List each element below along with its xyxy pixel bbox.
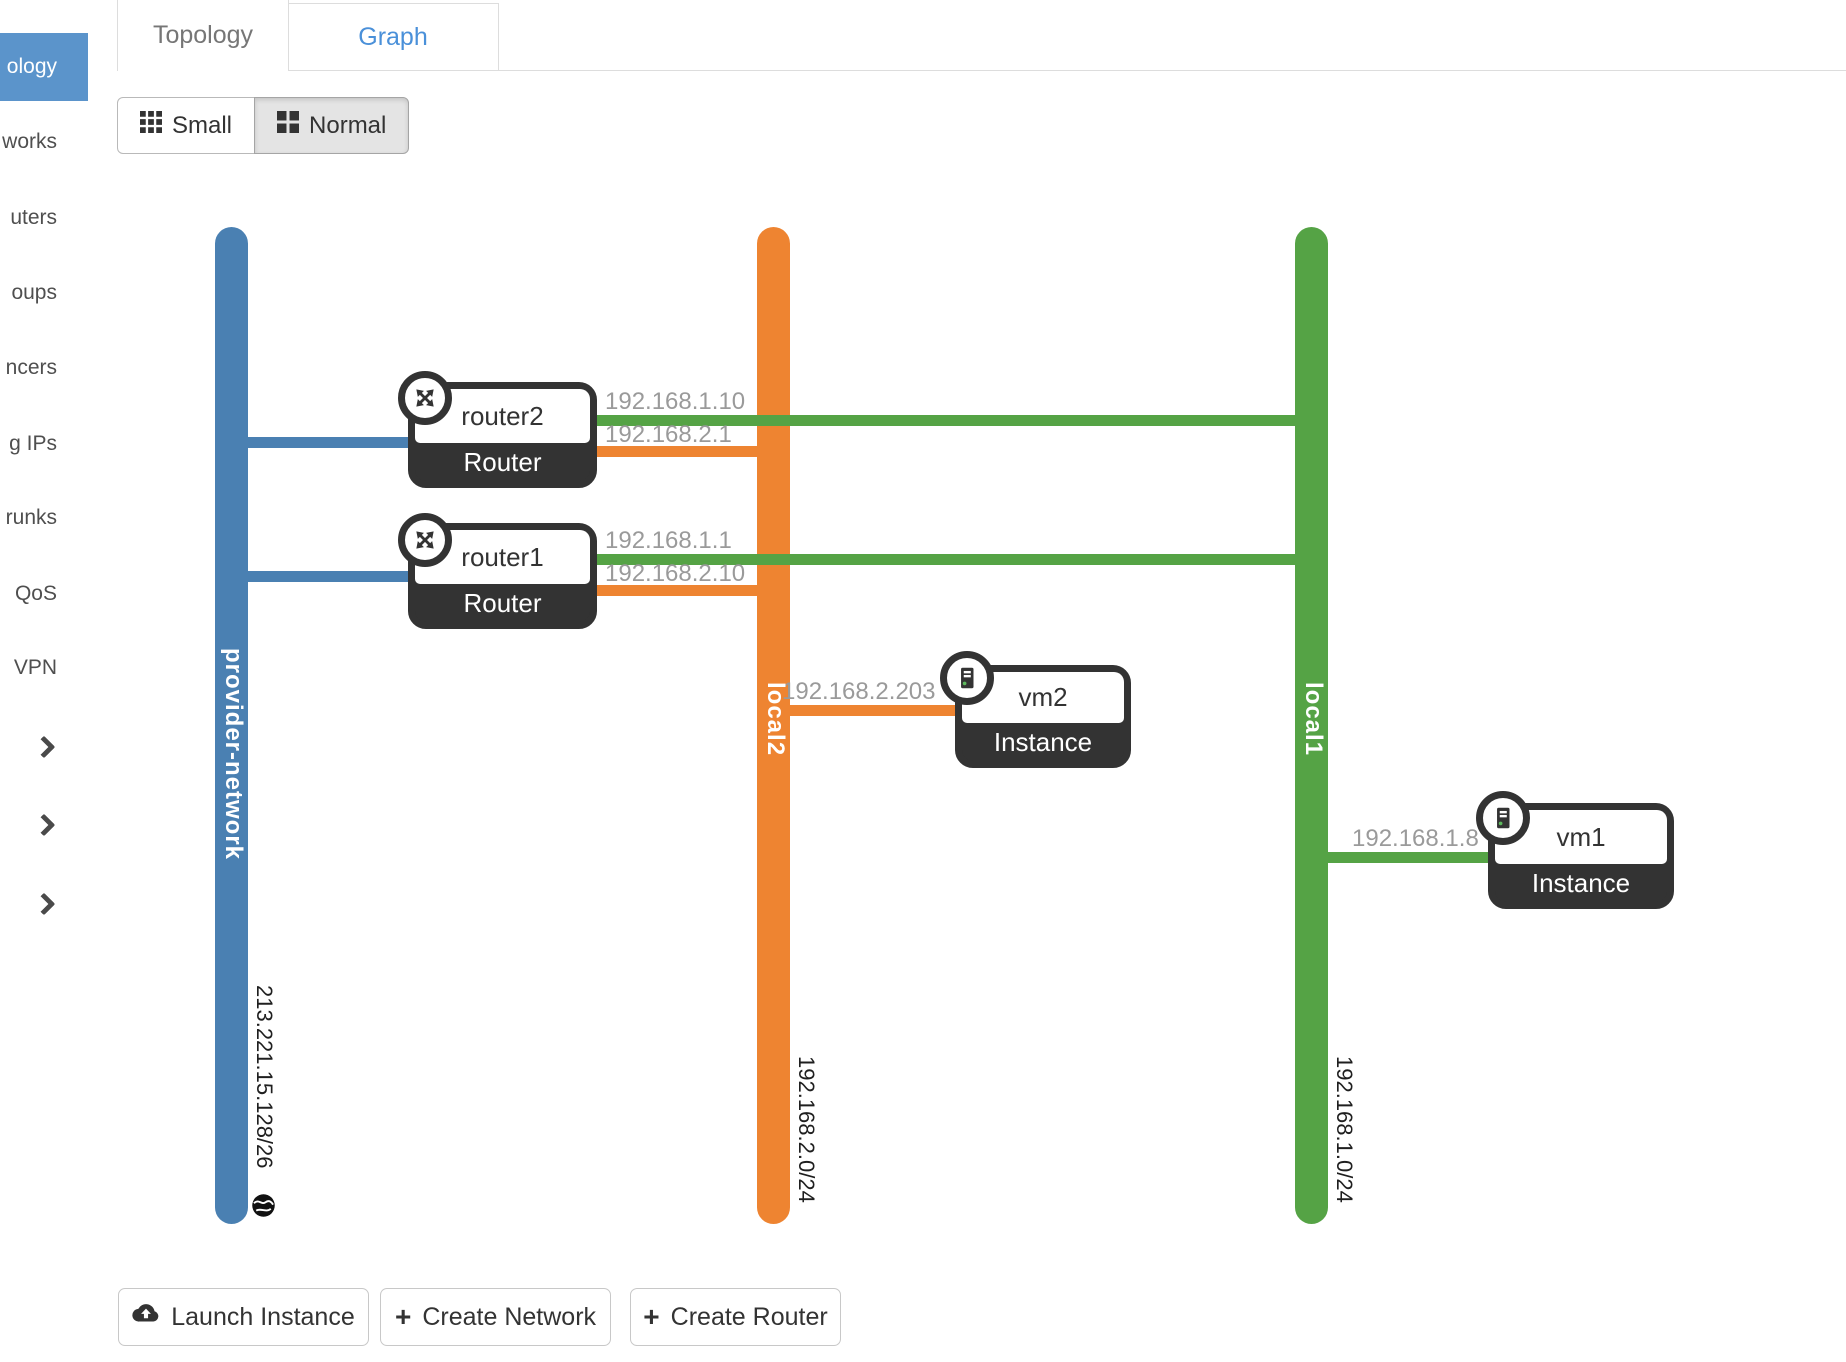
globe-icon <box>250 1192 277 1224</box>
router-icon <box>398 513 452 567</box>
plus-icon: + <box>394 1301 412 1332</box>
sidebar-item-vpn[interactable]: VPN <box>13 656 57 679</box>
node-router2[interactable]: router2 Router <box>408 382 597 488</box>
sidebar-item-routers[interactable]: uters <box>10 206 57 229</box>
sidebar-item-groups[interactable]: oups <box>11 281 57 304</box>
chevron-right-icon[interactable] <box>32 813 56 837</box>
link-local2-router2 <box>597 446 757 457</box>
router-icon <box>398 371 452 425</box>
network-bar-provider-network[interactable] <box>215 227 248 1224</box>
network-bar-local1[interactable] <box>1295 227 1328 1224</box>
tab-graph[interactable]: Graph <box>288 3 499 71</box>
ip-label-router1-local1: 192.168.1.1 <box>605 527 732 554</box>
link-provider-router2 <box>248 437 408 448</box>
create-router-label: Create Router <box>670 1302 828 1331</box>
network-name-label: local1 <box>1300 682 1327 757</box>
grid-2x2-icon <box>277 111 300 140</box>
network-name-label: provider-network <box>220 648 247 861</box>
link-local2-router1 <box>597 585 757 596</box>
link-provider-router1 <box>248 571 408 582</box>
subnet-label: 192.168.2.0/24 <box>794 1056 819 1203</box>
network-name-label: local2 <box>762 682 789 757</box>
sidebar-item-balancers[interactable]: ncers <box>5 356 57 379</box>
sidebar-item-networks[interactable]: works <box>2 130 57 153</box>
sidebar-item-trunks[interactable]: runks <box>5 506 57 529</box>
node-type: Instance <box>1531 867 1631 898</box>
normal-size-label: Normal <box>309 111 387 139</box>
small-size-label: Small <box>172 111 233 139</box>
node-type: Router <box>463 587 542 618</box>
sidebar: ology works uters oups ncers g IPs runks… <box>0 0 88 1362</box>
network-bar-local2[interactable] <box>757 227 790 1224</box>
cloud-upload-icon <box>132 1302 160 1332</box>
launch-instance-button[interactable]: Launch Instance <box>118 1288 369 1346</box>
ip-label-router2-local2: 192.168.2.1 <box>605 421 732 448</box>
node-type: Instance <box>993 726 1093 757</box>
launch-instance-label: Launch Instance <box>171 1302 355 1331</box>
link-local1-router1 <box>597 554 1295 565</box>
ip-label-router2-local1: 192.168.1.10 <box>605 388 746 415</box>
subnet-label: 213.221.15.128/26 <box>252 985 277 1169</box>
create-router-button[interactable]: + Create Router <box>630 1288 841 1346</box>
ip-label-router1-local2: 192.168.2.10 <box>605 560 746 587</box>
instance-icon <box>940 651 994 705</box>
tabbar-divider <box>287 70 1846 71</box>
sidebar-item-qos[interactable]: QoS <box>14 582 57 605</box>
subnet-label: 192.168.1.0/24 <box>1332 1056 1357 1203</box>
ip-label-vm2: 192.168.2.203 <box>782 678 936 705</box>
plus-icon: + <box>643 1301 660 1332</box>
size-toggle-group: Small Normal <box>117 97 410 154</box>
link-local1-router2 <box>597 415 1295 426</box>
link-local2-vm2 <box>790 705 956 716</box>
node-type: Router <box>463 446 542 477</box>
create-network-label: Create Network <box>422 1302 597 1331</box>
link-local1-vm1 <box>1328 852 1489 863</box>
normal-size-button[interactable]: Normal <box>254 97 410 154</box>
instance-icon <box>1476 791 1530 845</box>
sidebar-item-topology[interactable]: ology <box>0 33 88 101</box>
create-network-button[interactable]: + Create Network <box>380 1288 611 1346</box>
sidebar-item-floating-ips[interactable]: g IPs <box>9 432 57 455</box>
chevron-right-icon[interactable] <box>32 892 56 916</box>
grid-3x3-icon <box>140 111 162 140</box>
tab-topology[interactable]: Topology <box>117 0 289 71</box>
ip-label-vm1: 192.168.1.8 <box>1352 825 1479 852</box>
small-size-button[interactable]: Small <box>117 97 256 154</box>
chevron-right-icon[interactable] <box>32 735 56 759</box>
